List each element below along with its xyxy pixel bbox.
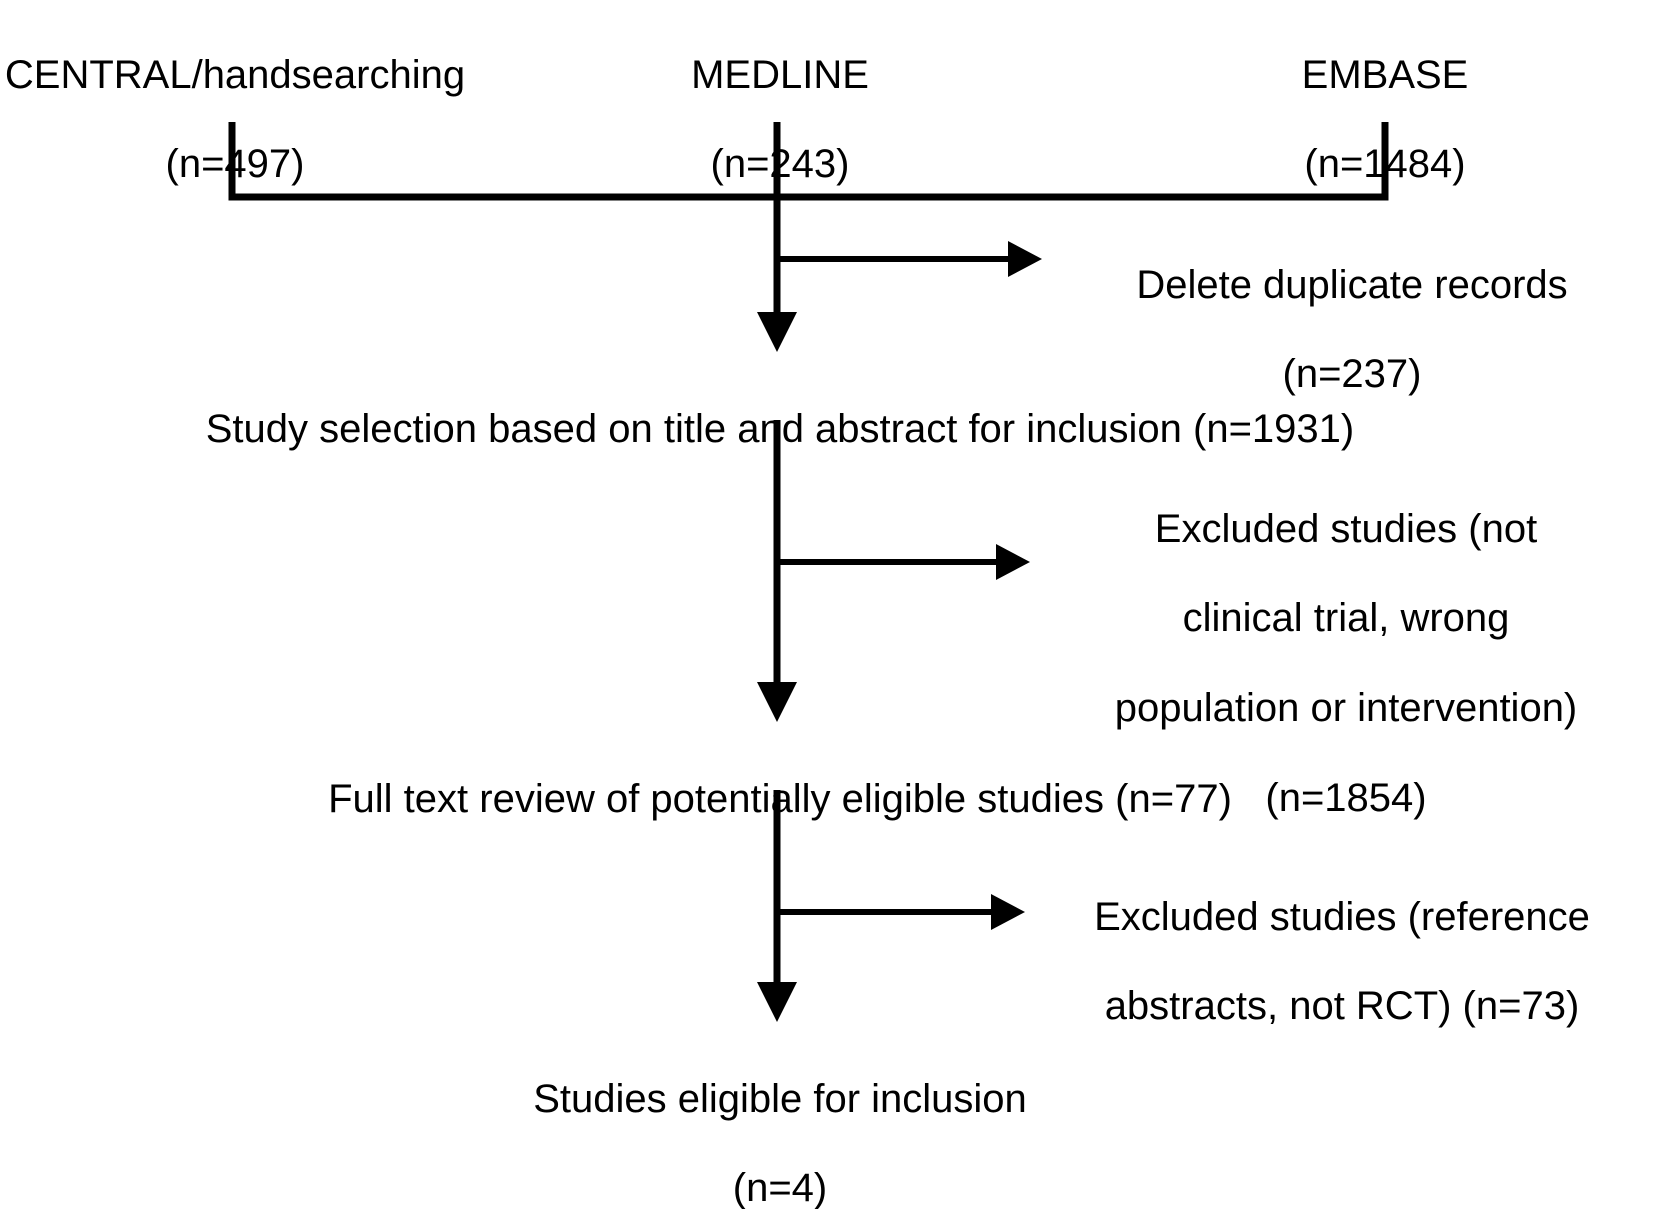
source-count-central: (n=497) (165, 142, 305, 187)
source-node-medline: MEDLINE (n=243) (600, 8, 960, 232)
stage-eligible-line2: (n=4) (732, 1166, 828, 1209)
arrow-down-to-eligible (757, 982, 797, 1022)
exclusion-screening-line3: population or intervention) (1114, 685, 1578, 730)
source-label-embase: EMBASE (1301, 52, 1469, 97)
stage-eligible-line1: Studies eligible for inclusion (533, 1076, 1027, 1121)
source-node-central: CENTRAL/handsearching (n=497) (0, 8, 470, 232)
source-label-central: CENTRAL/handsearching (4, 52, 466, 97)
stage-node-full-text-review: Full text review of potentially eligible… (250, 732, 1310, 866)
exclusion-screening-line2: clinical trial, wrong (1182, 596, 1510, 641)
arrow-right-duplicates (1008, 241, 1042, 277)
stage-title-abstract-text: Study selection based on title and abstr… (205, 406, 1355, 451)
stage-full-text-text: Full text review of potentially eligible… (328, 776, 1232, 821)
exclusion-node-screening: Excluded studies (not clinical trial, wr… (1038, 462, 1654, 865)
source-count-medline: (n=243) (710, 142, 850, 187)
exclusion-fulltext-line2: abstracts, not RCT) (n=73) (1104, 984, 1580, 1029)
source-label-medline: MEDLINE (691, 52, 869, 97)
exclusion-duplicates-line1: Delete duplicate records (1136, 262, 1568, 307)
exclusion-node-duplicates: Delete duplicate records (n=237) (1052, 218, 1652, 442)
stage-node-title-abstract-screening: Study selection based on title and abstr… (150, 362, 1410, 496)
exclusion-fulltext-line1: Excluded studies (reference (1094, 894, 1590, 939)
source-node-embase: EMBASE (n=1484) (1180, 8, 1590, 232)
arrow-right-fulltext-exclusions (991, 894, 1025, 930)
arrow-right-screening-exclusions (996, 544, 1030, 580)
exclusion-duplicates-line2: (n=237) (1282, 352, 1422, 397)
exclusion-screening-line4: (n=1854) (1265, 775, 1427, 820)
stage-node-eligible-studies: Studies eligible for inclusion (n=4) (300, 1032, 1260, 1209)
exclusion-node-fulltext: Excluded studies (reference abstracts, n… (1030, 850, 1654, 1074)
exclusion-screening-line1: Excluded studies (not (1154, 506, 1538, 551)
arrow-down-to-screening (757, 312, 797, 352)
arrow-down-to-fulltext (757, 682, 797, 722)
source-count-embase: (n=1484) (1304, 142, 1466, 187)
